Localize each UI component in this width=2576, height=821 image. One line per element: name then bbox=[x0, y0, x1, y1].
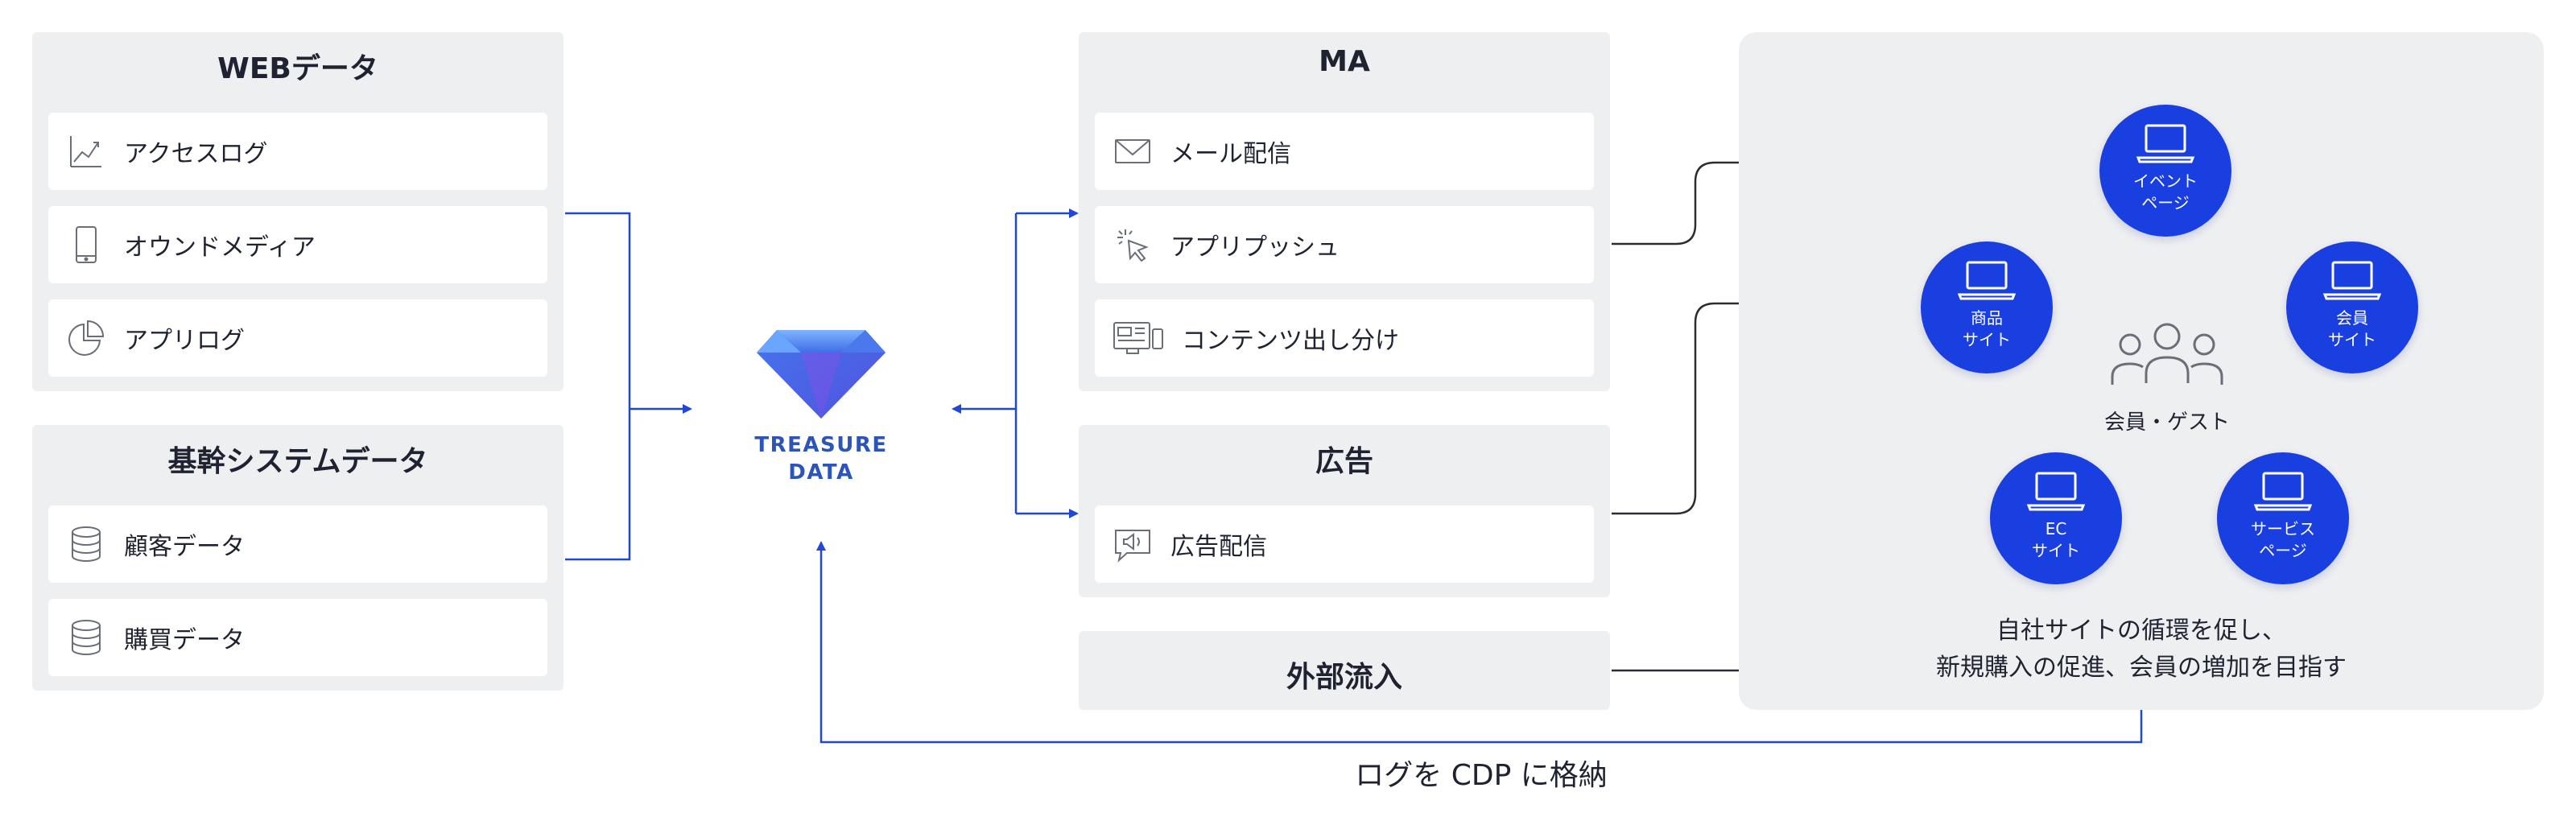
panel-title: 外部流入 bbox=[1286, 661, 1402, 694]
cycle-caption-line2: 新規購入の促進、会員の増加を目指す bbox=[1936, 654, 2347, 682]
feedback-loop-line bbox=[816, 541, 2143, 744]
panel-title: 基幹システムデータ bbox=[167, 445, 428, 478]
panel-title: MA bbox=[1319, 45, 1370, 78]
diamond-logo-icon bbox=[757, 330, 886, 419]
ad-panel: 広告 広告配信 bbox=[1079, 425, 1610, 597]
panel-title: WEBデータ bbox=[217, 52, 378, 85]
node-label: サービス ページ bbox=[2251, 519, 2315, 560]
channel-email: メール配信 bbox=[1095, 113, 1594, 190]
megaphone-icon bbox=[1115, 530, 1150, 563]
chart-line-icon bbox=[70, 136, 101, 167]
laptop-icon bbox=[2253, 472, 2313, 511]
data-source-customer: 顧客データ bbox=[48, 505, 547, 583]
input-bracket bbox=[565, 212, 692, 561]
laptop-icon bbox=[2322, 261, 2382, 300]
external-inflow-panel: 外部流入 bbox=[1079, 631, 1610, 710]
cycle-caption-line1: 自社サイトの循環を促し、 bbox=[1996, 617, 2286, 645]
node-label: 会員 サイト bbox=[2328, 308, 2376, 349]
channel-label: コンテンツ出し分け bbox=[1182, 327, 1399, 355]
cycle-node-product-site: 商品 サイト bbox=[1921, 241, 2053, 373]
channel-label: アプリプッシュ bbox=[1170, 233, 1340, 262]
data-source-label: アクセスログ bbox=[124, 140, 268, 168]
output-bracket bbox=[952, 208, 1079, 518]
database-icon bbox=[72, 526, 101, 562]
data-source-label: オウンドメディア bbox=[124, 233, 316, 262]
content-layout-icon bbox=[1113, 322, 1163, 354]
cycle-node-ec-site: EC サイト bbox=[1990, 452, 2122, 584]
database-icon bbox=[72, 620, 101, 655]
push-tap-icon bbox=[1117, 229, 1149, 262]
data-source-app-log: アプリログ bbox=[48, 299, 547, 377]
data-source-owned-media: オウンドメディア bbox=[48, 206, 547, 283]
mail-icon bbox=[1115, 139, 1150, 163]
data-source-label: アプリログ bbox=[124, 327, 245, 355]
cycle-node-service-page: サービス ページ bbox=[2217, 452, 2349, 584]
web-data-panel: WEBデータ アクセスログ オウンドメディア アプリログ bbox=[32, 32, 564, 391]
users-group-icon bbox=[2111, 323, 2223, 385]
channel-content-switching: コンテンツ出し分け bbox=[1095, 299, 1594, 377]
data-source-purchase: 購買データ bbox=[48, 599, 547, 676]
data-source-label: 購買データ bbox=[124, 626, 245, 654]
logo-wordmark-line2: DATA bbox=[788, 460, 854, 485]
logo-wordmark-line1: TREASURE bbox=[754, 433, 888, 457]
laptop-icon bbox=[2026, 472, 2086, 511]
data-source-label: 顧客データ bbox=[124, 533, 245, 561]
cycle-node-event-page: イベント ページ bbox=[2099, 105, 2231, 237]
center-label: 会員・ゲスト bbox=[2103, 410, 2230, 435]
data-source-access-log: アクセスログ bbox=[48, 113, 547, 190]
smartphone-icon bbox=[76, 226, 97, 263]
ma-panel: MA メール配信 アプリプッシュ コンテンツ出し分け bbox=[1079, 32, 1610, 391]
pie-chart-icon bbox=[68, 320, 105, 356]
channel-label: メール配信 bbox=[1170, 140, 1291, 168]
node-label: EC サイト bbox=[2032, 519, 2080, 560]
treasure-data-logo: TREASURE DATA bbox=[724, 325, 918, 494]
panel-title: 広告 bbox=[1315, 445, 1373, 478]
node-label: イベント ページ bbox=[2133, 171, 2198, 212]
laptop-icon bbox=[1957, 261, 2017, 300]
cycle-node-member-site: 会員 サイト bbox=[2286, 241, 2418, 373]
node-label: 商品 サイト bbox=[1963, 308, 2011, 349]
channel-app-push: アプリプッシュ bbox=[1095, 206, 1594, 283]
bottom-label: ログを CDP に格納 bbox=[1355, 759, 1608, 792]
core-system-data-panel: 基幹システムデータ 顧客データ 購買データ bbox=[32, 425, 564, 691]
channel-ad-delivery: 広告配信 bbox=[1095, 505, 1594, 583]
laptop-icon bbox=[2136, 124, 2195, 163]
channel-label: 広告配信 bbox=[1170, 533, 1267, 561]
